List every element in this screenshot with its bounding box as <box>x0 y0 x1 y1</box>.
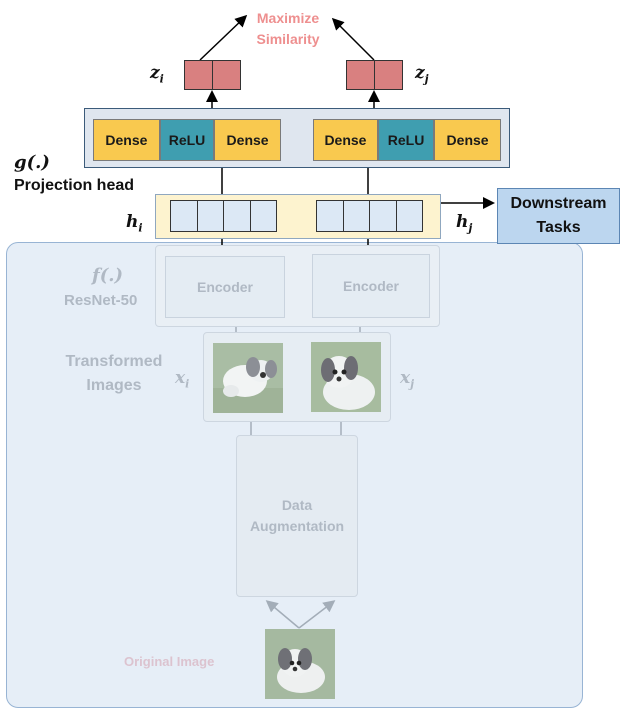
maximize-line1: Maximize <box>256 10 320 26</box>
x-i-label: xi <box>175 368 190 391</box>
z-j-vector <box>346 60 403 90</box>
z-i-label: zi <box>150 63 164 86</box>
z-j-label: zj <box>415 63 429 86</box>
downstream-tasks-box: Downstream Tasks <box>497 188 620 244</box>
h-i-cell <box>250 200 277 232</box>
original-image-label: Original Image <box>124 654 215 669</box>
z-i-vector <box>184 60 241 90</box>
resnet-label: ResNet-50 <box>64 292 138 309</box>
relu-layer: ReLU <box>377 119 435 161</box>
f-label: f(.) <box>92 265 124 286</box>
h-j-cell <box>343 200 370 232</box>
h-i-cell <box>224 200 251 232</box>
x-j-label: xj <box>400 368 415 391</box>
h-j-cell <box>370 200 397 232</box>
data-augmentation-box: Data Augmentation <box>236 435 358 597</box>
original-image <box>265 629 335 699</box>
z-j-cell <box>346 60 375 90</box>
maximize-line2: Similarity <box>256 31 320 47</box>
relu-layer: ReLU <box>159 119 215 161</box>
projection-head-label: Projection head <box>14 177 135 194</box>
g-label: g(.) <box>14 152 50 173</box>
h-i-cell <box>197 200 224 232</box>
aug-arrow-right <box>298 600 336 629</box>
dense-layer: Dense <box>313 119 378 161</box>
h-i-cell <box>170 200 198 232</box>
encoder-right: Encoder <box>312 254 430 318</box>
z-i-cell <box>184 60 213 90</box>
h-i-label: hi <box>126 212 143 235</box>
z-j-cell <box>375 60 403 90</box>
projection-left-stack: Dense ReLU Dense <box>93 119 281 161</box>
dog-image-icon <box>311 342 381 412</box>
transformed-image-j <box>311 342 381 412</box>
h-j-cell <box>316 200 344 232</box>
projection-right-stack: Dense ReLU Dense <box>313 119 501 161</box>
h-j-label: hj <box>456 212 473 235</box>
maximize-similarity-label: Maximize Similarity <box>240 8 336 50</box>
z-i-cell <box>213 60 241 90</box>
dense-layer: Dense <box>434 119 501 161</box>
transformed-label: Transformed Images <box>65 353 163 394</box>
h-i-vector <box>170 200 277 232</box>
downstream-line2: Tasks <box>536 219 581 236</box>
downstream-line1: Downstream <box>510 195 607 212</box>
augmentation-line2: Augmentation <box>249 518 345 534</box>
similarity-arrow-left <box>199 14 248 61</box>
dog-image-icon <box>265 629 335 699</box>
dense-layer: Dense <box>93 119 160 161</box>
encoder-left: Encoder <box>165 256 285 318</box>
aug-arrow-left <box>265 600 300 629</box>
h-j-cell <box>396 200 423 232</box>
augmentation-line1: Data <box>281 497 313 513</box>
dense-layer: Dense <box>214 119 281 161</box>
h-j-vector <box>316 200 423 232</box>
similarity-arrow-right <box>331 17 375 61</box>
transformed-image-i <box>213 343 283 413</box>
dog-image-icon <box>213 343 283 413</box>
